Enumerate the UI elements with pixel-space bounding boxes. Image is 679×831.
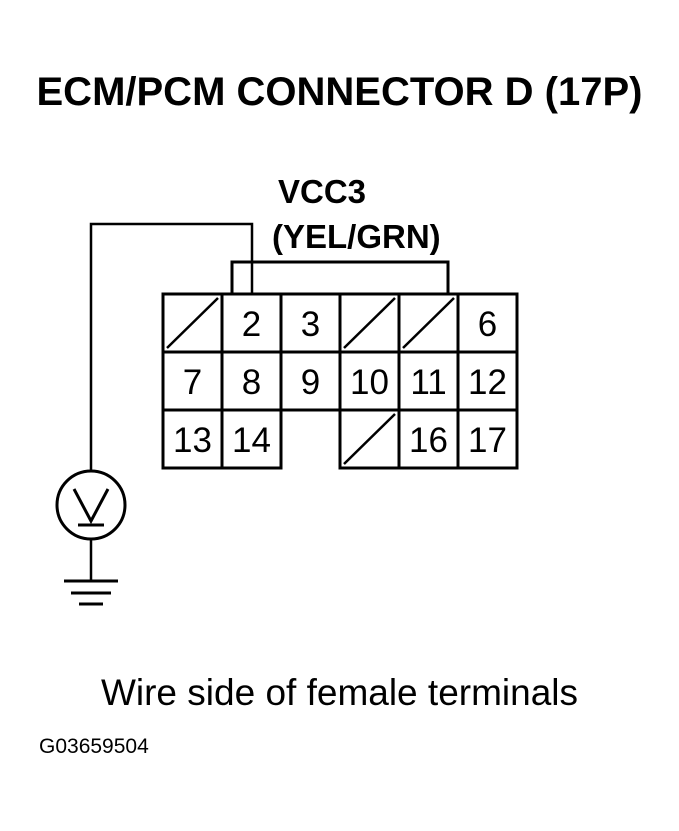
connector-cell (338, 350, 401, 412)
terminal-number: 8 (242, 363, 261, 402)
terminal-number: 6 (478, 305, 497, 344)
connector-cells: 2 3 6 7 8 9 10 11 12 13 14 16 17 (161, 292, 519, 470)
unused-terminal-slash (343, 297, 396, 349)
connector-cell (161, 350, 224, 412)
terminal-number: 14 (232, 421, 271, 460)
terminal-number: 3 (301, 305, 320, 344)
terminal-number: 9 (301, 363, 320, 402)
terminal-number: 7 (183, 363, 202, 402)
terminal-number: 10 (350, 363, 389, 402)
connector-cell (220, 350, 283, 412)
voltmeter-icon (55, 469, 127, 541)
probe-wire (89, 222, 254, 470)
connector-cell (456, 408, 519, 470)
connector-cell (220, 292, 283, 354)
connector-cell (220, 408, 283, 470)
connector-cell (456, 292, 519, 354)
connector-cell (161, 408, 224, 470)
signal-name: VCC3 (278, 173, 366, 210)
figure-code: G03659504 (39, 735, 149, 758)
terminal-number: 16 (409, 421, 448, 460)
terminal-number: 2 (242, 305, 261, 344)
view-caption: Wire side of female terminals (100, 672, 579, 713)
unused-terminal-slash (166, 297, 219, 349)
connector-cell (279, 292, 342, 354)
connector-lock-tab (230, 260, 450, 294)
unused-terminal-slash (402, 297, 455, 349)
wire-color: (YEL/GRN) (272, 218, 441, 255)
terminal-number: 12 (468, 363, 507, 402)
terminal-number: 13 (173, 421, 212, 460)
ground-icon (64, 539, 118, 606)
terminal-number: 17 (468, 421, 507, 460)
unused-terminal-slash (343, 413, 396, 465)
diagram-title: ECM/PCM CONNECTOR D (17P) (36, 70, 643, 114)
terminal-number: 11 (410, 363, 446, 402)
